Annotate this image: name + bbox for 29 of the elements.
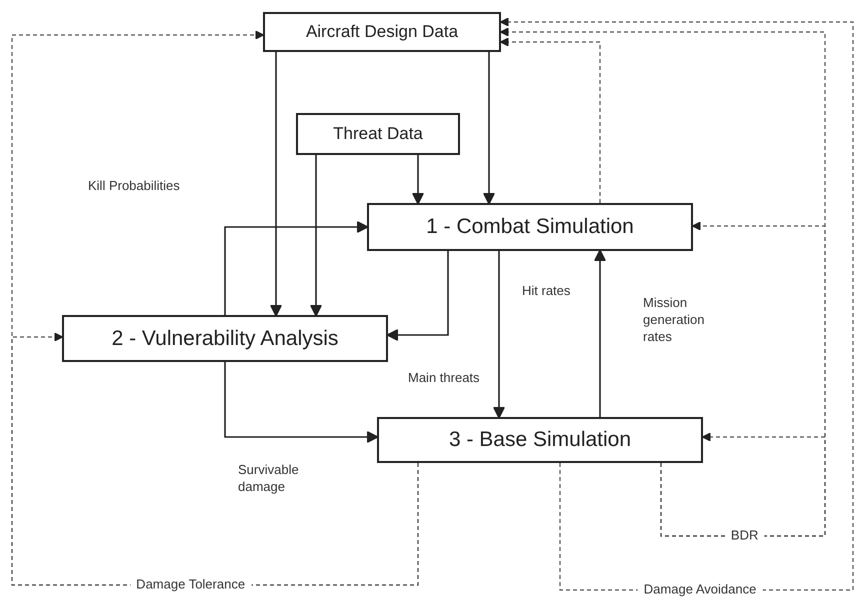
process-box xyxy=(62,315,388,362)
edge-label: Mission generation rates xyxy=(643,295,706,346)
edge-label: Damage Avoidance xyxy=(638,582,762,598)
edge-label: Damage Tolerance xyxy=(130,576,252,594)
arrow xyxy=(224,220,369,315)
edge-label: Hit rates xyxy=(522,283,572,300)
edge-label: Survivable damage xyxy=(238,462,300,496)
dashed-arrow xyxy=(500,37,601,203)
arrow xyxy=(224,362,379,444)
box-label: Threat Data xyxy=(333,124,423,144)
arrow xyxy=(482,52,496,205)
box-label: Aircraft Design Data xyxy=(306,22,458,42)
dashed-arrow xyxy=(500,17,854,591)
process-box xyxy=(263,12,501,52)
box-label: 1 - Combat Simulation xyxy=(426,215,634,239)
arrow xyxy=(594,249,606,417)
dashed-arrow xyxy=(660,432,826,537)
edge-label: Kill Probabilities xyxy=(88,178,181,195)
edge-label: Main threats xyxy=(408,370,481,387)
box-label: 3 - Base Simulation xyxy=(448,428,632,452)
arrow xyxy=(412,155,424,205)
arrow xyxy=(386,251,449,342)
arrow xyxy=(270,52,282,317)
process-box xyxy=(377,417,703,463)
process-box xyxy=(296,113,460,155)
process-box xyxy=(367,203,693,251)
arrow xyxy=(492,251,506,419)
box-label: 2 - Vulnerability Analysis xyxy=(112,326,338,350)
arrow xyxy=(310,155,322,317)
